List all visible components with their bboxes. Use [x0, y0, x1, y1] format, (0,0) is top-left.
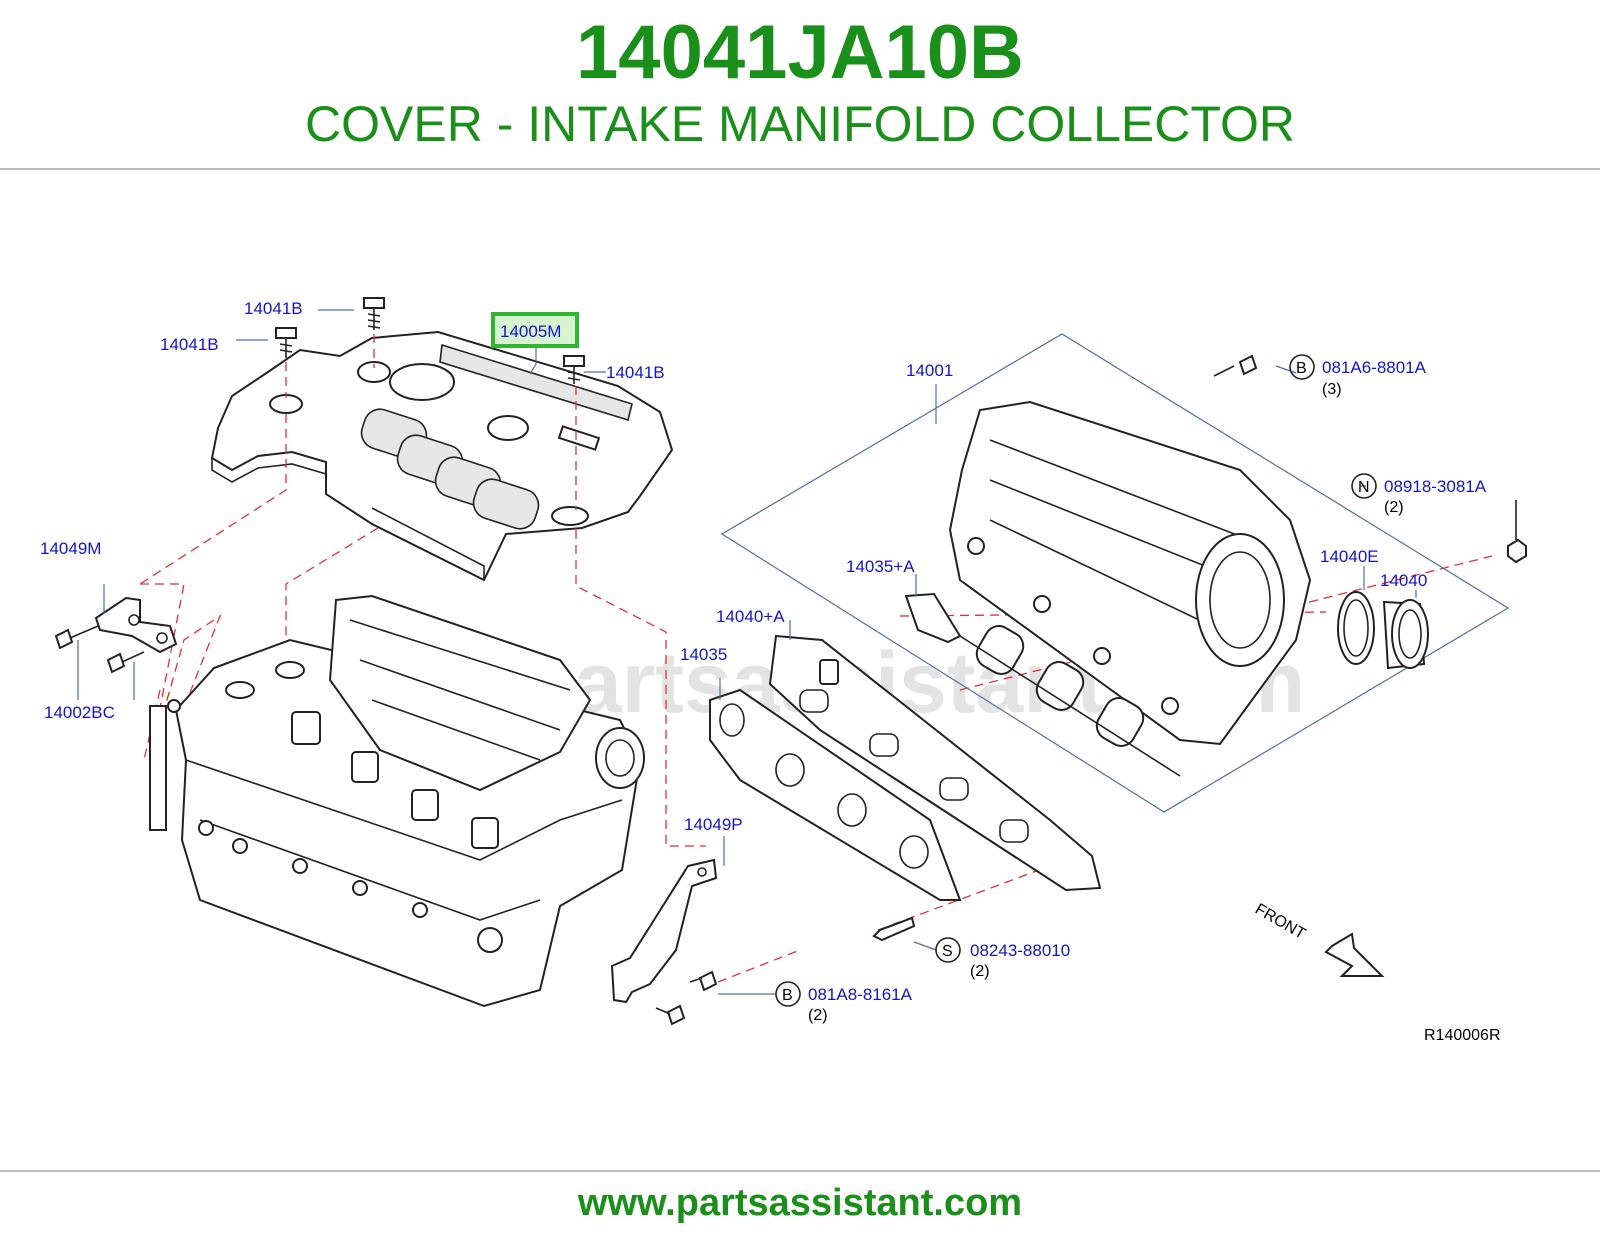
callout-14049p[interactable]: 14049P	[684, 815, 743, 834]
collector-gasket-14035a-drawing	[904, 592, 1181, 777]
callout-08243-88010[interactable]: 08243-88010	[970, 941, 1070, 960]
callout-14041b[interactable]: 14041B	[160, 335, 219, 354]
hardware-qty: (2)	[1384, 499, 1404, 516]
hardware-qty: (3)	[1322, 381, 1342, 398]
callout-14005m[interactable]: 14005M	[500, 322, 561, 341]
callout-14049m[interactable]: 14049M	[40, 539, 101, 558]
footer-url[interactable]: www.partsassistant.com	[577, 1182, 1023, 1224]
throttle-gasket-14040-drawing	[1382, 599, 1429, 670]
bolt-icon	[363, 297, 385, 330]
hardware-code-circle	[775, 981, 801, 1007]
callout-14035[interactable]: 14035	[680, 645, 727, 664]
stud-icon	[872, 916, 916, 942]
nut-icon	[1507, 500, 1527, 564]
manifold-gasket-14035-drawing	[709, 688, 962, 901]
footer-divider	[0, 1170, 1600, 1172]
part-name-subtitle: COVER - INTAKE MANIFOLD COLLECTOR	[305, 96, 1295, 152]
callout-14040e[interactable]: 14040E	[1320, 547, 1379, 566]
hardware-code: B	[1296, 360, 1307, 377]
hardware-code: N	[1358, 479, 1370, 496]
bolt-icon	[1213, 354, 1258, 377]
front-label: FRONT	[1252, 901, 1308, 943]
callout-14035a[interactable]: 14035+A	[846, 557, 915, 576]
callout-14002bc[interactable]: 14002BC	[44, 703, 115, 722]
bolt-icon	[275, 327, 297, 358]
front-arrow-icon	[1324, 932, 1385, 977]
hardware-code: B	[782, 987, 793, 1004]
callout-14001[interactable]: 14001	[906, 361, 953, 380]
bracket-14049m-drawing	[54, 596, 178, 674]
intake-manifold-cover-drawing	[210, 330, 674, 582]
header-divider	[0, 168, 1600, 170]
callout-14041b[interactable]: 14041B	[244, 299, 303, 318]
callout-081a6-8801a[interactable]: 081A6-8801A	[1322, 358, 1427, 377]
cylinder-head-drawing	[149, 594, 645, 1008]
hardware-code-circle	[1351, 473, 1377, 499]
hardware-code-circle	[935, 937, 961, 963]
hardware-code: S	[942, 943, 953, 960]
callout-081a8-8161a[interactable]: 081A8-8161A	[808, 985, 913, 1004]
diagram-reference: R140006R	[1424, 1027, 1501, 1044]
bracket-14049p-drawing	[610, 858, 718, 1026]
callout-14040[interactable]: 14040	[1380, 571, 1427, 590]
callout-08918-3081a[interactable]: 08918-3081A	[1384, 477, 1487, 496]
manifold-gasket-14040a-drawing	[768, 634, 1102, 892]
highlight-box	[491, 312, 579, 348]
callout-leaders	[77, 309, 1417, 995]
hardware-qty: (2)	[970, 963, 990, 980]
intake-collector-drawing	[948, 400, 1312, 746]
hardware-qty: (2)	[808, 1007, 828, 1024]
collector-group-box	[720, 333, 1510, 813]
bolt-icon	[563, 355, 585, 384]
hardware-code-circle	[1289, 354, 1315, 380]
callout-14040a[interactable]: 14040+A	[716, 607, 785, 626]
part-number-title: 14041JA10B	[576, 10, 1024, 95]
callout-14041b[interactable]: 14041B	[606, 363, 665, 382]
throttle-gasket-14040e-drawing	[1337, 591, 1375, 665]
